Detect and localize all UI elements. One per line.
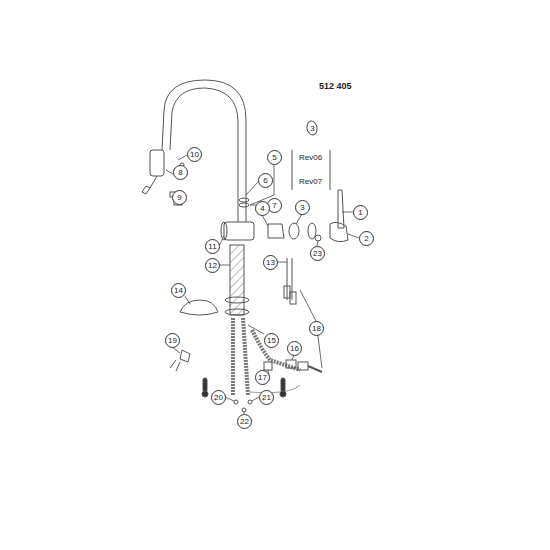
- callout-number: 3: [295, 200, 310, 215]
- callout-number: 3: [306, 122, 319, 135]
- callout-number: 5: [267, 150, 282, 165]
- callout-number: 15: [264, 333, 279, 348]
- callout-number: 8: [173, 165, 188, 180]
- callout-number: 2: [359, 231, 374, 246]
- callout-number: 20: [211, 390, 226, 405]
- callout-number: 4: [255, 201, 270, 216]
- callout-number: 11: [205, 239, 220, 254]
- callout-number: 23: [310, 246, 325, 261]
- callout-number: 22: [237, 414, 252, 429]
- part-number: 512 405: [319, 81, 352, 91]
- callout-number: 16: [287, 341, 302, 356]
- callout-number: 9: [172, 190, 187, 205]
- callout-number: 19: [165, 333, 180, 348]
- callout-number: 6: [258, 173, 273, 188]
- callout-number: 18: [309, 321, 324, 336]
- callout-number: 14: [171, 283, 186, 298]
- callout-number: 21: [259, 390, 274, 405]
- callout-number: 17: [255, 370, 270, 385]
- callout-number: 12: [205, 258, 220, 273]
- callout-number: 1: [353, 205, 368, 220]
- callout-number: 13: [263, 255, 278, 270]
- revision-label: Rev07: [298, 177, 323, 186]
- revision-label: Rev06: [298, 153, 323, 162]
- callout-number: 10: [187, 147, 202, 162]
